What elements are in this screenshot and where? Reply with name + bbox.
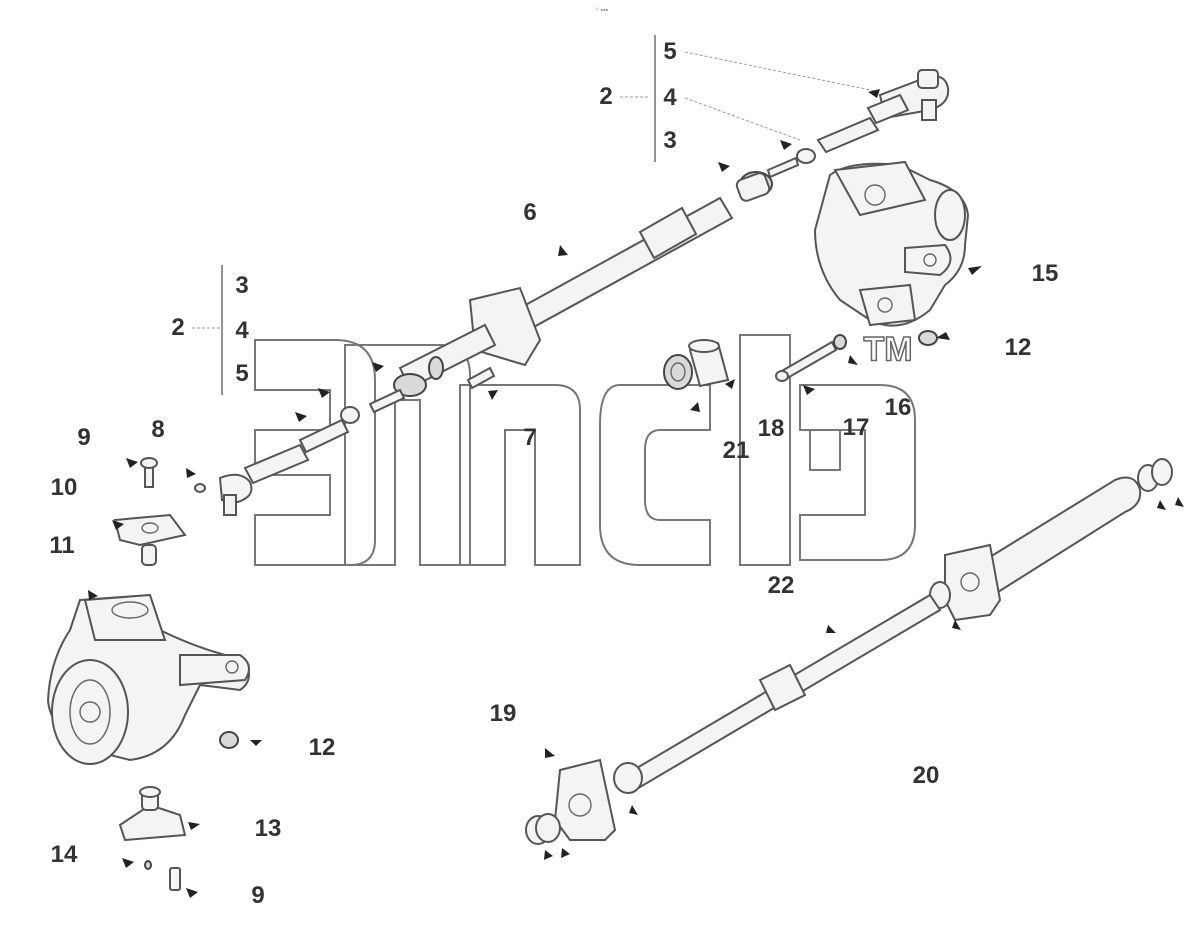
callout-5: 5 — [235, 360, 249, 387]
callout-6: 6 — [523, 199, 537, 226]
right-knuckle — [813, 160, 970, 327]
callout-9: 9 — [251, 882, 265, 909]
callout-13: 13 — [254, 815, 282, 842]
watermark-logo — [254, 334, 916, 566]
callout-2: 2 — [599, 83, 613, 110]
hydraulic-cylinder — [525, 458, 1173, 845]
callout-2: 2 — [171, 314, 185, 341]
callout-19: 19 — [489, 700, 517, 727]
callout-18: 18 — [757, 415, 785, 442]
upper-tie-rod — [218, 69, 950, 516]
callout-12: 12 — [308, 734, 336, 761]
leader-lines — [192, 35, 881, 395]
callout-20: 20 — [912, 762, 940, 789]
callout-14: 14 — [50, 841, 78, 868]
trademark-mark: TM — [863, 330, 914, 370]
kingpin-parts — [466, 330, 938, 390]
callout-9: 9 — [77, 424, 91, 451]
header-mark: ° ••• — [595, 7, 609, 15]
callout-16: 16 — [884, 394, 912, 421]
callout-15: 15 — [1031, 260, 1059, 287]
callout-4: 4 — [663, 84, 677, 111]
callout-arrows — [88, 89, 1184, 898]
callout-5: 5 — [663, 38, 677, 65]
callout-3: 3 — [235, 272, 249, 299]
callout-22: 22 — [767, 572, 795, 599]
callout-17: 17 — [842, 414, 870, 441]
callout-3: 3 — [663, 127, 677, 154]
callout-21: 21 — [722, 437, 750, 464]
callout-12: 12 — [1004, 334, 1032, 361]
callout-10: 10 — [50, 474, 78, 501]
callout-8: 8 — [151, 416, 165, 443]
callout-7: 7 — [523, 424, 537, 451]
callout-4: 4 — [235, 317, 249, 344]
left-knuckle — [46, 457, 250, 891]
callout-11: 11 — [49, 532, 75, 559]
